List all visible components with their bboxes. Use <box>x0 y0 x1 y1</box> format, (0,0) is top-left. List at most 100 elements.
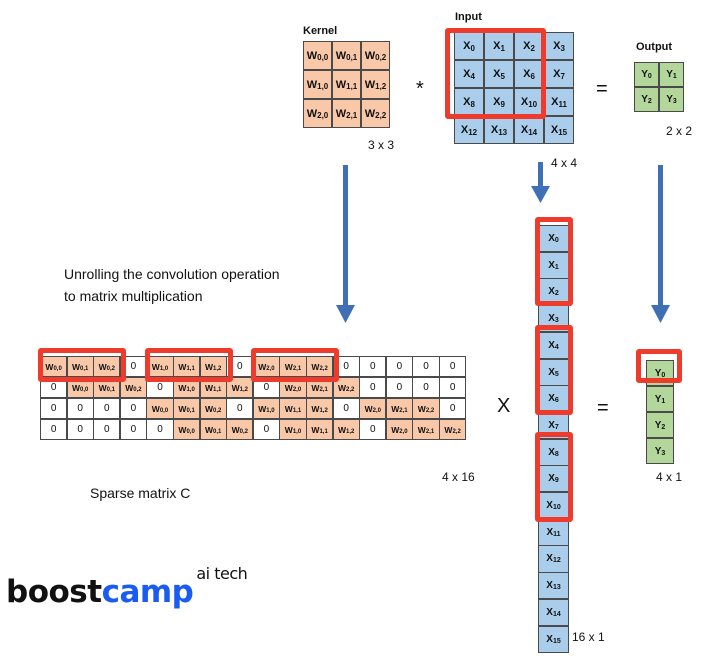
sparse-cell: 0 <box>439 398 467 419</box>
receptive-field-highlight <box>445 28 546 119</box>
result-size-label: 4 x 1 <box>656 470 683 484</box>
sparse-cell: 0 <box>412 377 440 398</box>
sparse-cell: 0 <box>359 419 387 440</box>
caption-line-2: to matrix multiplication <box>64 288 203 304</box>
sparse-cell: 0 <box>439 356 467 377</box>
output-size-label: 2 x 2 <box>666 124 693 138</box>
sparse-cell: 0 <box>359 377 387 398</box>
vector-highlight-3 <box>535 432 573 522</box>
sparse-row-highlight-1 <box>38 348 126 382</box>
sparse-row-highlight-2 <box>145 348 233 382</box>
input-size-label: 4 x 4 <box>551 156 578 170</box>
sparse-cell: 0 <box>412 356 440 377</box>
sparse-matrix-name: Sparse matrix C <box>90 485 191 501</box>
sparse-cell: 0 <box>93 419 121 440</box>
brand-logo: boostcampai tech <box>6 564 248 610</box>
sparse-cell: 0 <box>226 398 254 419</box>
sparse-cell: 0 <box>439 377 467 398</box>
sparse-cell: 0 <box>66 398 94 419</box>
sparse-row-highlight-3 <box>251 348 339 382</box>
arrow-input-down <box>531 162 550 203</box>
sparse-cell: 0 <box>93 398 121 419</box>
sparse-cell: 0 <box>332 398 360 419</box>
convolution-operator: * <box>416 78 424 100</box>
sparse-cell: 0 <box>40 419 68 440</box>
brand-superscript: ai tech <box>196 563 248 583</box>
arrow-output-down <box>651 165 670 323</box>
vector-highlight-1 <box>535 217 573 306</box>
input-title: Input <box>455 11 482 23</box>
output-highlight <box>636 349 682 383</box>
equals-operator-bottom: = <box>597 397 609 419</box>
sparse-cell: 0 <box>385 356 413 377</box>
times-operator: X <box>497 395 511 417</box>
vector-highlight-2 <box>535 325 573 415</box>
vector-size-label: 16 x 1 <box>572 630 605 644</box>
sparse-cell: 0 <box>119 419 147 440</box>
equals-operator-top: = <box>596 78 608 100</box>
brand-part-2: camp <box>101 574 194 610</box>
caption-line-1: Unrolling the convolution operation <box>64 266 280 282</box>
sparse-cell: 0 <box>385 377 413 398</box>
sparse-cell: 0 <box>40 398 68 419</box>
sparse-cell: 0 <box>252 419 280 440</box>
sparse-size-label: 4 x 16 <box>442 470 475 484</box>
arrow-kernel-down <box>336 165 355 323</box>
sparse-cell: 0 <box>66 419 94 440</box>
sparse-cell: 0 <box>359 356 387 377</box>
output-title: Output <box>636 41 673 53</box>
kernel-title: Kernel <box>303 25 338 37</box>
brand-part-1: boost <box>6 574 102 610</box>
